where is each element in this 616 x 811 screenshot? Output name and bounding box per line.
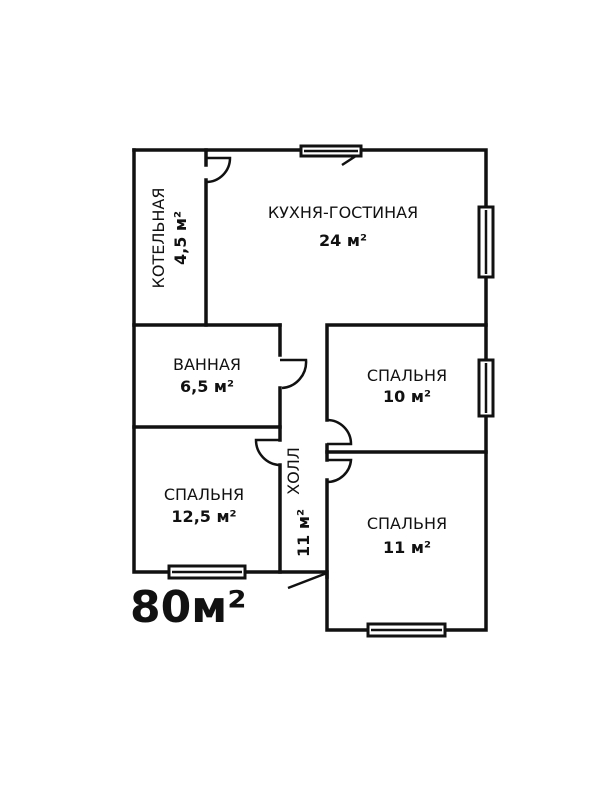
room-name: КУХНЯ-ГОСТИНАЯ	[268, 203, 418, 222]
entry-door	[287, 571, 328, 590]
room-name: ХОЛЛ	[284, 447, 303, 495]
room-name: КОТЕЛЬНАЯ	[149, 188, 168, 289]
windows	[167, 144, 495, 638]
room-name: СПАЛЬНЯ	[367, 366, 447, 385]
room-bedroom-12-5: СПАЛЬНЯ 12,5 м²	[164, 485, 244, 526]
doors	[205, 150, 363, 590]
room-name: СПАЛЬНЯ	[367, 514, 447, 533]
room-bedroom-11: СПАЛЬНЯ 11 м²	[367, 514, 447, 557]
room-area: 24 м²	[319, 231, 367, 250]
room-area: 12,5 м²	[171, 507, 236, 526]
room-boiler: КОТЕЛЬНАЯ 4,5 м²	[149, 188, 190, 289]
room-kitchen-living: КУХНЯ-ГОСТИНАЯ 24 м²	[268, 203, 418, 250]
room-area: 6,5 м²	[180, 377, 234, 396]
room-area: 10 м²	[383, 387, 431, 406]
room-area: 11 м²	[294, 509, 313, 557]
total-area: 80м²	[130, 582, 246, 633]
room-name: ВАННАЯ	[173, 355, 241, 374]
room-bathroom: ВАННАЯ 6,5 м²	[173, 355, 241, 396]
room-bedroom-10: СПАЛЬНЯ 10 м²	[367, 366, 447, 406]
room-hall: ХОЛЛ 11 м²	[284, 447, 313, 557]
room-area: 4,5 м²	[171, 211, 190, 265]
room-name: СПАЛЬНЯ	[164, 485, 244, 504]
room-area: 11 м²	[383, 538, 431, 557]
